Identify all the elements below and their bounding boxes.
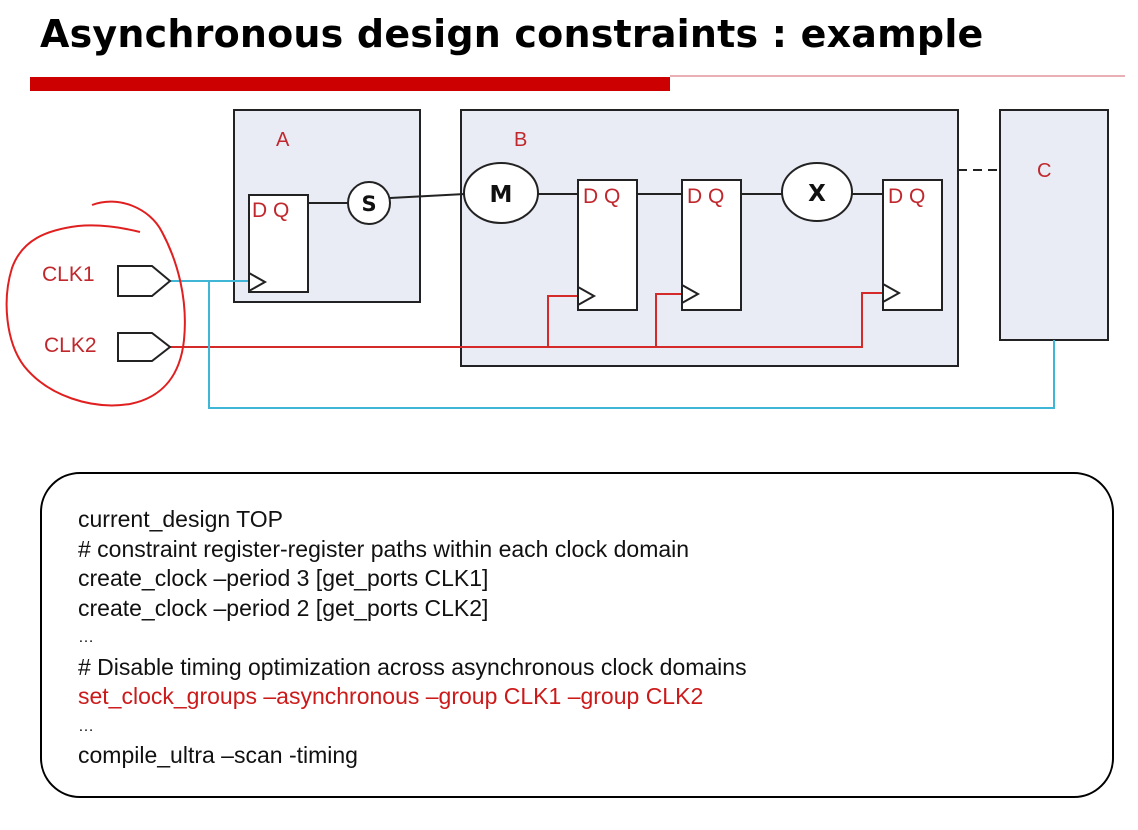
code-box xyxy=(40,472,1114,798)
signal-wires xyxy=(308,193,883,204)
title-underline-thick xyxy=(30,77,670,91)
logic-s: S xyxy=(347,181,391,225)
port-clk1: CLK1 xyxy=(42,263,172,297)
register-b2-label: D Q xyxy=(687,185,724,208)
clk2-wire xyxy=(170,292,883,348)
logic-x-label: X xyxy=(808,181,826,207)
code-line: create_clock –period 3 [get_ports CLK1] xyxy=(78,565,489,591)
clk1-wire xyxy=(170,280,1055,409)
code-line: … xyxy=(78,717,94,735)
port-clk2: CLK2 xyxy=(44,332,172,362)
block-b-label: B xyxy=(514,129,527,151)
register-b3: D Q xyxy=(882,179,943,311)
logic-s-label: S xyxy=(361,192,376,216)
logic-x: X xyxy=(781,162,853,222)
block-c-label: C xyxy=(1037,160,1051,182)
annotation-circle xyxy=(5,200,186,407)
block-a-label: A xyxy=(276,129,290,151)
register-a-label: D Q xyxy=(252,199,289,222)
block-c xyxy=(999,109,1109,341)
register-b1: D Q xyxy=(577,179,638,311)
title-underline-thin xyxy=(670,75,1125,77)
circuit-diagram: A B C D Q D Q D Q D Q xyxy=(5,109,1109,409)
register-b3-label: D Q xyxy=(888,185,925,208)
code-line: set_clock_groups –asynchronous –group CL… xyxy=(78,683,704,709)
logic-m-label: M xyxy=(490,182,513,208)
code-line: compile_ultra –scan -timing xyxy=(78,742,358,768)
logic-m: M xyxy=(463,162,539,224)
register-a: D Q xyxy=(248,194,309,293)
port-clk2-label: CLK2 xyxy=(44,334,97,357)
code-line: # constraint register-register paths wit… xyxy=(78,535,690,562)
code-line: current_design TOP xyxy=(78,506,283,532)
code-line: … xyxy=(78,629,94,646)
code-line: create_clock –period 2 [get_ports CLK2] xyxy=(78,594,489,621)
code-listing: current_design TOP # constraint register-… xyxy=(78,505,747,771)
code-line: # Disable timing optimization across asy… xyxy=(78,653,747,680)
port-clk1-label: CLK1 xyxy=(42,263,95,286)
register-b1-label: D Q xyxy=(583,185,620,208)
slide-title: Asynchronous design constraints : exampl… xyxy=(40,12,984,56)
register-b2: D Q xyxy=(681,179,742,311)
